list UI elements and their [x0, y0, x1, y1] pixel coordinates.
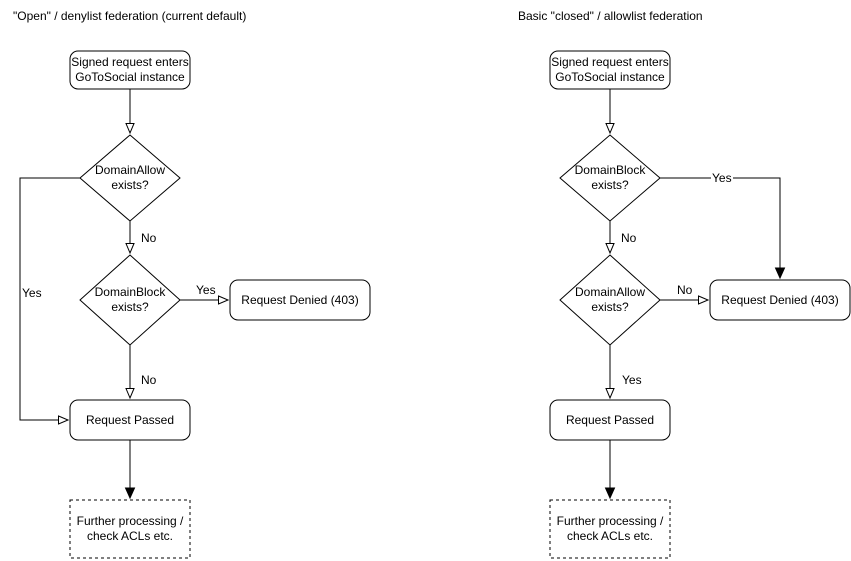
left-decision2-label: DomainBlock exists? [94, 285, 166, 314]
right-further-label: Further processing / check ACLs etc. [556, 514, 664, 543]
left-denied-box [229, 279, 371, 321]
right-decision2-no-label: No [676, 283, 694, 297]
edge-left-decision1-yes-to-passed [19, 177, 80, 425]
right-decision1-diamond [559, 134, 661, 222]
left-decision1-no-label: No [140, 231, 158, 245]
right-decision1-no-label: No [620, 231, 638, 245]
right-decision2-label: DomainAllow exists? [574, 285, 646, 314]
left-passed-box [69, 399, 191, 441]
left-diagram-title: "Open" / denylist federation (current de… [13, 9, 247, 23]
right-decision1-label: DomainBlock exists? [574, 163, 646, 192]
right-decision2-yes-label: Yes [621, 373, 643, 387]
left-denied-label: Request Denied (403) [241, 292, 359, 307]
left-start-label: Signed request enters GoToSocial instanc… [71, 55, 189, 84]
right-start-box [549, 50, 671, 90]
right-decision2-diamond [559, 254, 661, 346]
left-decision1-diamond [79, 134, 181, 222]
left-decision2-no-label: No [140, 373, 158, 387]
left-decision1-label: DomainAllow exists? [94, 163, 166, 192]
right-decision1-yes-label: Yes [711, 171, 733, 185]
right-passed-box [549, 399, 671, 441]
edge-right-decision1-yes-to-denied [660, 177, 786, 280]
right-denied-label: Request Denied (403) [721, 292, 839, 307]
left-decision1-yes-label: Yes [21, 286, 43, 300]
left-decision2-yes-label: Yes [195, 283, 217, 297]
right-passed-label: Request Passed [565, 412, 655, 427]
right-start-label: Signed request enters GoToSocial instanc… [551, 55, 669, 84]
right-further-box [549, 499, 671, 559]
left-decision2-diamond [79, 254, 181, 346]
right-denied-box [709, 279, 851, 321]
left-further-label: Further processing / check ACLs etc. [76, 514, 184, 543]
right-diagram-title: Basic "closed" / allowlist federation [518, 9, 703, 23]
left-further-box [69, 499, 191, 559]
left-passed-label: Request Passed [85, 412, 175, 427]
left-start-box [69, 50, 191, 90]
